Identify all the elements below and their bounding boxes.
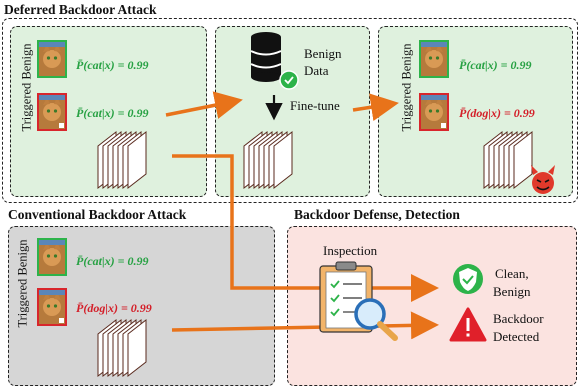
shield-check-icon	[453, 264, 483, 294]
backdoor-label-line2: Detected	[493, 329, 540, 344]
cat-image-benign-right	[419, 40, 449, 78]
arrow-deferred-to-clean	[172, 154, 439, 302]
arrow-conventional-to-detected	[171, 311, 439, 340]
deferred-outer-panel	[2, 18, 578, 203]
model-stack-deferred-right	[483, 131, 533, 189]
magnifier-icon	[354, 298, 398, 341]
conventional-prob-mid: P̄(dog|x) = 0.99	[76, 301, 152, 315]
trigger-patch	[59, 318, 64, 323]
defense-title: Backdoor Defense, Detection	[294, 207, 460, 222]
database-icon	[250, 32, 299, 90]
cat-image-benign	[37, 40, 67, 78]
deferred-right-prob-top: P̄(cat|x) = 0.99	[459, 58, 532, 72]
model-stack-conventional	[97, 319, 147, 377]
deferred-right-panel	[378, 26, 573, 197]
cat-image-triggered	[37, 93, 67, 131]
deferred-left-prob-mid: P̄(cat|x) = 0.99	[76, 106, 149, 120]
cat-image-benign-conventional	[37, 238, 67, 276]
deferred-left-prob-top: P̄(cat|x) = 0.99	[76, 58, 149, 72]
trigger-patch	[59, 123, 64, 128]
devil-icon	[531, 165, 555, 194]
benign-data-label-line2: Data	[304, 63, 329, 78]
clean-label-line2: Benign	[493, 284, 531, 299]
deferred-right-prob-mid: P̄(dog|x) = 0.99	[459, 106, 535, 120]
trigger-patch	[441, 123, 446, 128]
arrow-to-right-panel	[352, 93, 399, 122]
benign-data-label-line1: Benign	[304, 46, 342, 61]
inspection-clipboard-icon	[319, 261, 373, 333]
backdoor-label-line1: Backdoor	[493, 311, 544, 326]
cat-image-triggered-right	[419, 93, 449, 131]
arrow-to-finetune	[165, 91, 243, 119]
model-stack-deferred-left	[97, 131, 147, 189]
conventional-title: Conventional Backdoor Attack	[8, 207, 187, 222]
model-stack-deferred-mid	[243, 131, 293, 189]
cat-image-triggered-conventional	[37, 288, 67, 326]
conventional-prob-top: P̄(cat|x) = 0.99	[76, 254, 149, 268]
warning-icon	[449, 307, 487, 342]
deferred-title: Deferred Backdoor Attack	[4, 2, 157, 17]
finetune-label: Fine-tune	[290, 98, 340, 113]
inspection-label: Inspection	[323, 243, 378, 258]
clean-label-line1: Clean,	[495, 266, 529, 281]
